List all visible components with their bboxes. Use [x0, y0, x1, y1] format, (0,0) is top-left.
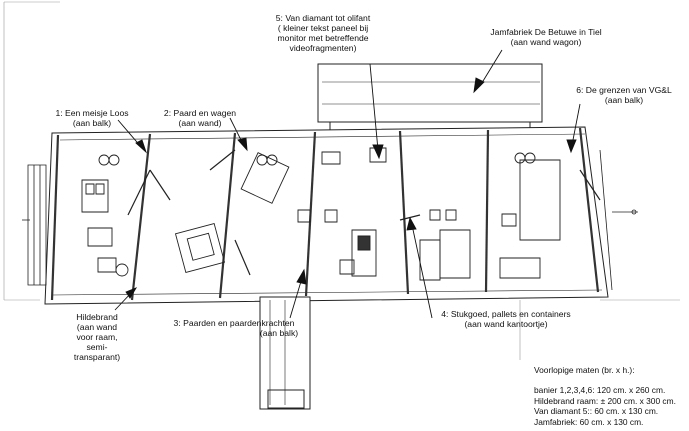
label-hilde-5: transparant)	[73, 352, 121, 362]
entrance-structure	[260, 297, 310, 409]
legend-line: banier 1,2,3,4,6: 120 cm. x 260 cm.	[534, 385, 666, 396]
label-hilde-1: Hildebrand	[76, 312, 118, 322]
legend-line: Jamfabriek: 60 cm. x 130 cm.	[534, 416, 644, 427]
dimensions-legend: Voorlopige maten (br. x h.): banier 1,2,…	[534, 365, 676, 427]
label-5-line2: ( kleiner tekst paneel bij	[277, 23, 369, 33]
label-6-title: 6: De grenzen van VG&L	[576, 85, 672, 95]
legend-line: Hildebrand raam: ± 200 cm. x 300 cm.	[534, 395, 676, 406]
main-hall-outline	[45, 127, 608, 304]
label-3: 3: Paarden en paardenkrachten (aan balk)	[154, 318, 314, 338]
label-jam-sub: (aan wand wagon)	[510, 37, 582, 47]
label-jamfabriek: Jamfabriek De Betuwe in Tiel (aan wand w…	[478, 27, 614, 47]
label-hilde-3: voor raam,	[76, 332, 118, 342]
outer-frame-lines	[4, 2, 680, 360]
right-end-structure	[600, 150, 638, 290]
label-2-title: 2: Paard en wagen	[163, 108, 237, 118]
label-2-sub: (aan wand)	[178, 118, 222, 128]
legend-line: Van diamant 5:: 60 cm. x 130 cm.	[534, 406, 659, 417]
label-6: 6: De grenzen van VG&L (aan balk)	[566, 85, 682, 105]
label-4: 4: Stukgoed, pallets en containers (aan …	[424, 309, 588, 329]
label-3-title: 3: Paarden en paardenkrachten	[173, 318, 295, 328]
wagon-outline	[318, 64, 542, 130]
label-4-title: 4: Stukgoed, pallets en containers	[441, 309, 571, 319]
pointer-arrows	[115, 50, 580, 318]
label-hildebrand: Hildebrand (aan wand voor raam, semi- tr…	[62, 312, 132, 362]
label-1-sub: (aan balk)	[72, 118, 112, 128]
label-5-title: 5: Van diamant tot olifant	[275, 13, 371, 23]
left-end-structure	[22, 165, 46, 285]
label-1: 1: Een meisje Loos (aan balk)	[42, 108, 142, 128]
beams	[52, 128, 598, 300]
label-3-sub: (aan balk)	[259, 328, 299, 338]
label-1-title: 1: Een meisje Loos	[55, 108, 129, 118]
label-hilde-4: semi-	[86, 342, 108, 352]
label-2: 2: Paard en wagen (aan wand)	[150, 108, 250, 128]
exhibit-objects	[82, 148, 560, 280]
label-5-line4: videofragmenten)	[289, 43, 357, 53]
label-5: 5: Van diamant tot olifant ( kleiner tek…	[258, 13, 388, 53]
label-4-sub: (aan wand kantoortje)	[464, 319, 548, 329]
label-jam-title: Jamfabriek De Betuwe in Tiel	[490, 27, 602, 37]
label-6-sub: (aan balk)	[604, 95, 644, 105]
label-hilde-2: (aan wand	[76, 322, 118, 332]
label-5-line3: monitor met betreffende	[277, 33, 369, 43]
legend-title: Voorlopige maten (br. x h.):	[534, 365, 635, 375]
